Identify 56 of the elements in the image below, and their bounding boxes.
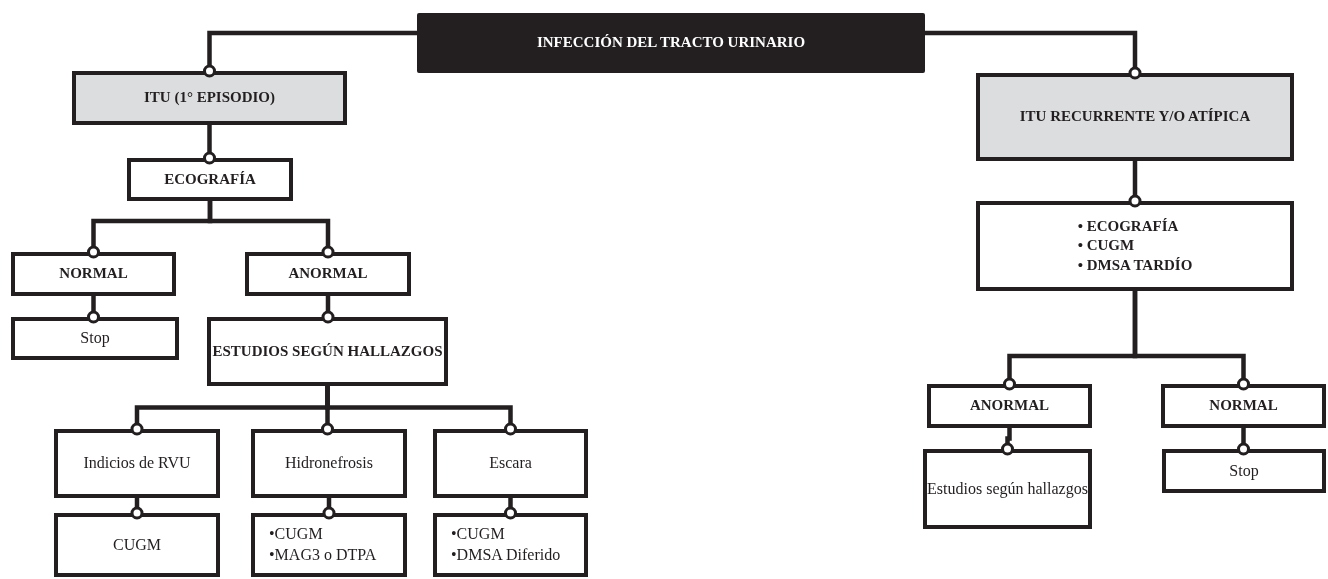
node-label: Stop bbox=[1229, 460, 1259, 482]
node-label: ITU RECURRENTE Y/O ATÍPICA bbox=[1019, 107, 1251, 127]
node-label: CUGM bbox=[113, 534, 161, 555]
process-box bbox=[251, 429, 407, 498]
node-label: NORMAL bbox=[59, 264, 128, 284]
process-box bbox=[251, 513, 407, 577]
node-label: ECOGRAFÍA bbox=[164, 169, 256, 189]
process-box bbox=[54, 513, 220, 577]
process-box bbox=[54, 429, 220, 498]
process-box bbox=[127, 158, 293, 201]
node-label: Stop bbox=[80, 328, 110, 349]
list-item: • DMSA TARDÍO bbox=[1077, 255, 1193, 275]
category-box bbox=[976, 73, 1294, 161]
connector bbox=[322, 498, 336, 520]
connector bbox=[925, 30, 1142, 80]
process-box bbox=[1162, 449, 1326, 493]
process-box bbox=[976, 201, 1294, 291]
node-label: ANORMAL bbox=[969, 396, 1050, 416]
node-label: Indicios de RVU bbox=[83, 453, 191, 474]
list-item: • ECOGRAFÍA bbox=[1077, 216, 1179, 236]
list-item: •DMSA Diferido bbox=[451, 545, 561, 565]
node-label: NORMAL bbox=[1209, 396, 1278, 416]
connector bbox=[1237, 428, 1250, 456]
connector bbox=[203, 30, 417, 78]
node-label: Hidronefrosis bbox=[285, 453, 373, 474]
category-box bbox=[72, 71, 347, 125]
connector bbox=[504, 498, 517, 520]
process-box bbox=[927, 384, 1092, 428]
process-box bbox=[433, 513, 588, 577]
process-box bbox=[923, 449, 1092, 529]
connector bbox=[1132, 291, 1250, 391]
connector bbox=[130, 498, 144, 520]
connector bbox=[325, 386, 517, 436]
process-box bbox=[11, 252, 176, 296]
node-label: ESTUDIOS SEGÚN HALLAZGOS bbox=[212, 341, 443, 361]
list-item: •CUGM bbox=[269, 524, 323, 545]
process-box bbox=[11, 317, 179, 360]
node-label: ANORMAL bbox=[288, 264, 368, 284]
process-box bbox=[433, 429, 588, 498]
list-item: • CUGM bbox=[1077, 236, 1135, 256]
node-label: Estudios según hallazgos bbox=[927, 478, 1088, 500]
connector bbox=[1001, 428, 1014, 456]
list-item: •CUGM bbox=[451, 524, 505, 545]
connector bbox=[203, 125, 216, 165]
process-box bbox=[1161, 384, 1326, 428]
connector bbox=[207, 201, 335, 259]
node-label: ITU (1° EPISODIO) bbox=[144, 88, 275, 108]
connector bbox=[321, 296, 335, 324]
connector bbox=[87, 296, 100, 324]
node-label: Escara bbox=[489, 453, 532, 474]
process-box bbox=[245, 252, 411, 296]
list-item: •MAG3 o DTPA bbox=[269, 545, 377, 565]
process-box bbox=[207, 317, 448, 386]
title-box bbox=[417, 13, 925, 73]
connector bbox=[1128, 161, 1142, 208]
node-label: INFECCIÓN DEL TRACTO URINARIO bbox=[536, 33, 806, 53]
